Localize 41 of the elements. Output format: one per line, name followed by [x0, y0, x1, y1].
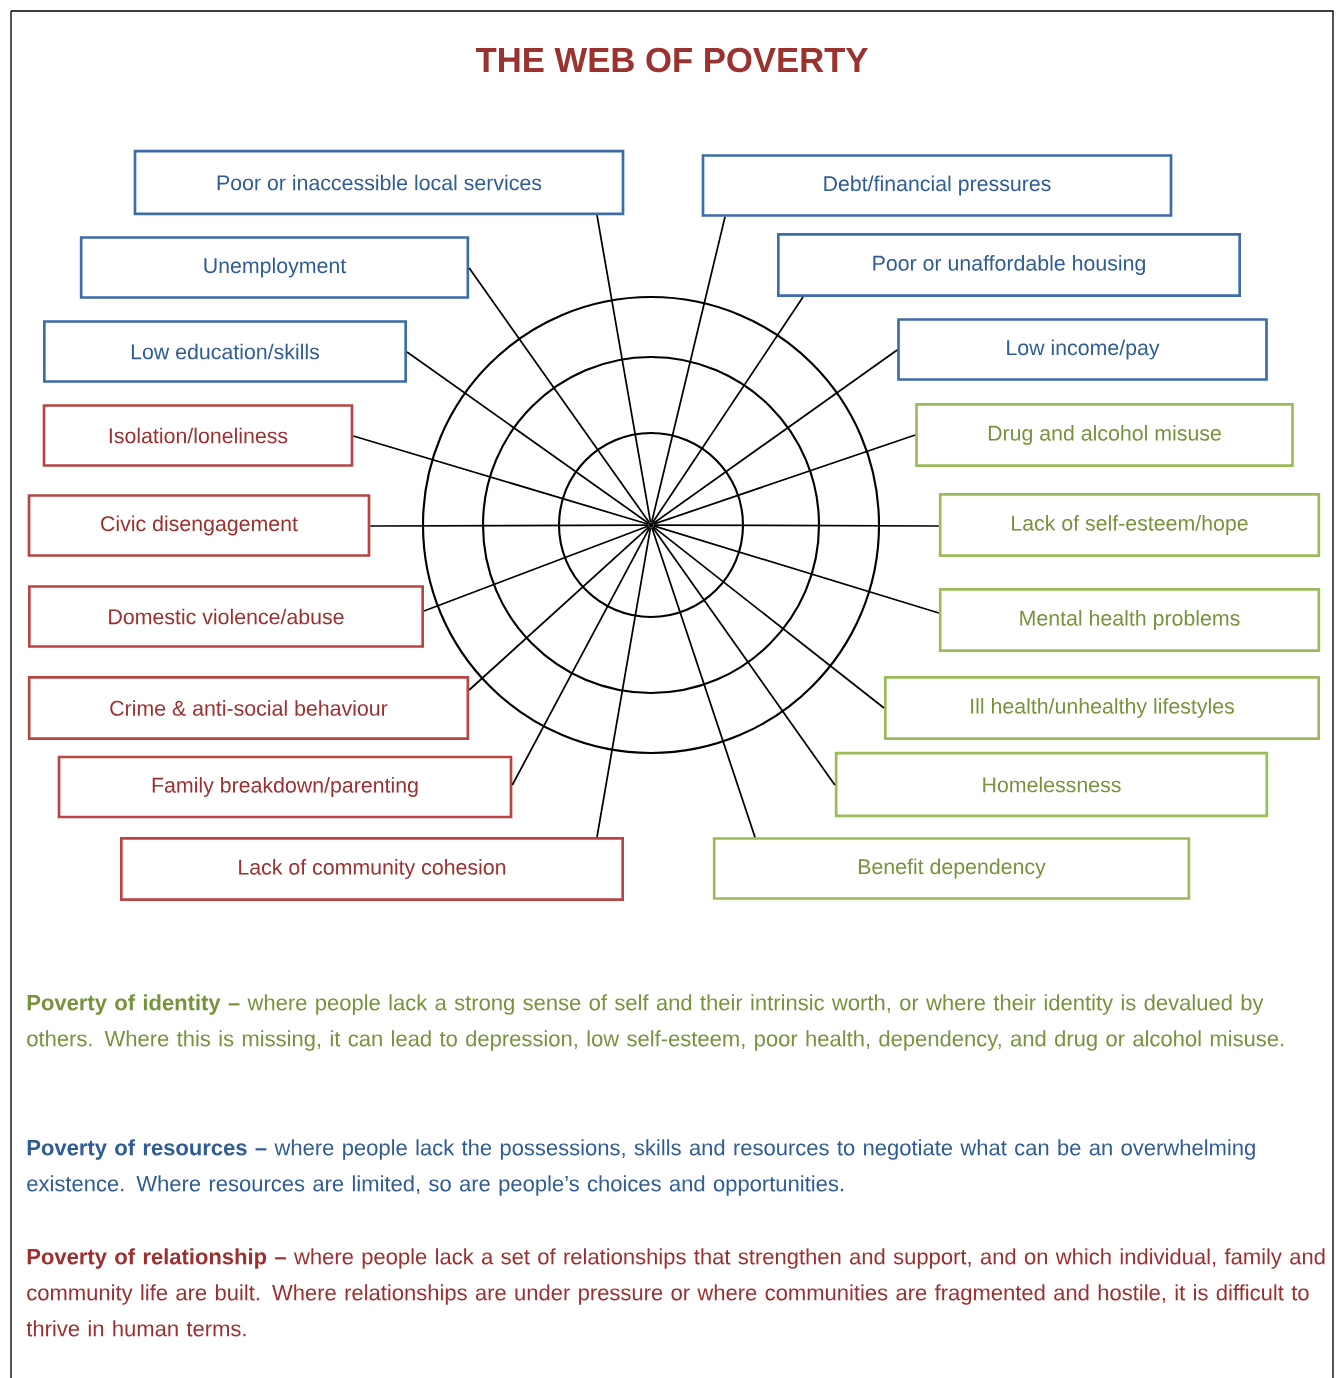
connector-line — [468, 267, 651, 524]
connector-line — [369, 524, 650, 527]
connector-line — [468, 525, 650, 691]
connector-line — [596, 214, 652, 524]
connector-line — [651, 526, 836, 786]
connector-line — [652, 349, 899, 525]
category-box: Lack of self-esteem/hope — [938, 493, 1321, 557]
category-box: Benefit dependency — [712, 837, 1191, 900]
connector-line — [652, 525, 885, 709]
description-paragraph: Poverty of relationship – where people lack a set of relationships that strengthen and support, and on which individual, family and community life are built. Where relationships are under pressure or where communities are fragmented and hostile, it is difficult to thrive in human terms. — [26, 1248, 1325, 1337]
category-box: Poor or unaffordable housing — [777, 233, 1241, 297]
category-box: Unemployment — [79, 236, 470, 299]
description-paragraph: Poverty of resources – where people lack the possessions, skills and resources to negotiate what can be an overwhelming existence. Where resources are limited, so are people’s choices and opportunities. — [27, 1139, 1255, 1196]
category-box: Domestic violence/abuse — [28, 585, 424, 648]
hub-point — [648, 522, 654, 528]
connector-line — [596, 526, 652, 838]
connector-line — [650, 215, 726, 524]
connector-line — [406, 351, 650, 525]
connector-line — [423, 525, 650, 612]
connector-line — [652, 524, 940, 527]
category-box: Drug and alcohol misuse — [915, 403, 1294, 467]
category-box: Poor or inaccessible local services — [133, 149, 625, 216]
connector-line — [652, 524, 940, 614]
category-box: Low income/pay — [897, 318, 1268, 381]
connector-line — [652, 434, 917, 525]
category-box: Family breakdown/parenting — [57, 755, 513, 819]
description-paragraph: Poverty of identity – where people lack a strong sense of self and their intrinsic worth, or where their identity is devalued by others. Where this is missing, it can lead to depression, low self-esteem, poor health, dependency, and drug or alcohol misuse. — [27, 994, 1284, 1051]
connector-line — [651, 526, 756, 839]
category-box: Mental health problems — [938, 588, 1321, 652]
title: THE WEB OF POVERTY — [475, 47, 868, 73]
category-box: Lack of community cohesion — [120, 837, 624, 901]
category-box: Debt/financial pressures — [701, 154, 1173, 217]
connector-line — [651, 296, 804, 524]
category-box: Ill health/unhealthy lifestyles — [884, 676, 1320, 740]
category-box: Low education/skills — [43, 320, 407, 383]
connector-line — [511, 526, 651, 786]
category-box: Civic disengagement — [27, 494, 371, 557]
category-box: Crime & anti-social behaviour — [27, 676, 470, 740]
category-box: Isolation/loneliness — [42, 404, 354, 467]
category-box: Homelessness — [834, 751, 1269, 818]
connector-line — [352, 435, 650, 526]
